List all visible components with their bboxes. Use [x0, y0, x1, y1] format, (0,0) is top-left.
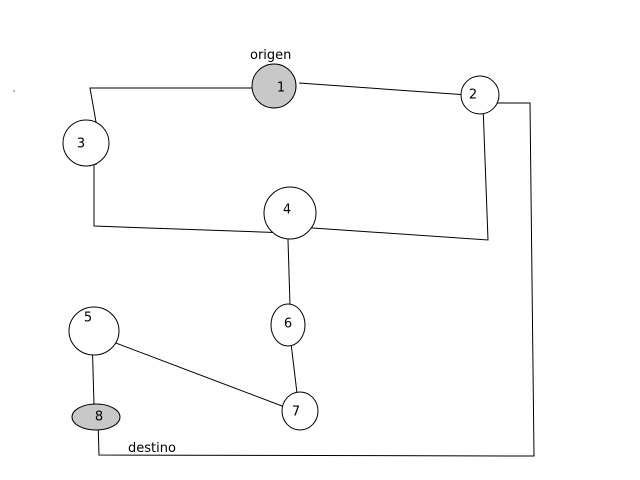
node-4: 4: [263, 186, 317, 240]
node-7: 7: [281, 391, 319, 431]
edge-7-5: [91, 333, 291, 410]
node-3: 3: [62, 119, 110, 167]
node-6: 6: [270, 303, 306, 347]
node-8-shape: [71, 403, 121, 431]
node-7-shape: [281, 391, 319, 431]
node-2-label: 2: [469, 88, 477, 103]
node-layer: 1 2 3 4 5 6 7 8: [62, 63, 500, 431]
node-4-shape: [263, 186, 317, 240]
node-2-shape: [460, 75, 500, 115]
node-6-label: 6: [284, 317, 292, 332]
node-5-label: 5: [84, 311, 92, 326]
node-5: 5: [68, 306, 120, 356]
edge-1-2: [298, 82, 483, 97]
node-6-shape: [270, 303, 306, 347]
node-1: 1: [251, 63, 297, 109]
node-8: 8: [71, 403, 121, 431]
node-2: 2: [460, 75, 500, 115]
node-8-label: 8: [95, 410, 103, 425]
edge-4-6: [287, 239, 291, 306]
node-5-shape: [68, 306, 120, 356]
edge-2-4: [297, 104, 489, 241]
stray-dot: [13, 90, 15, 92]
node-7-label: 7: [292, 405, 300, 420]
node-3-shape: [62, 119, 110, 167]
edge-2-8: [97, 102, 535, 457]
node-4-label: 4: [283, 203, 291, 218]
node-1-label: 1: [277, 81, 285, 96]
destination-label: destino: [128, 441, 176, 456]
node-3-label: 3: [77, 137, 85, 152]
origin-label: origen: [250, 48, 291, 63]
annotation-layer: origen destino: [128, 48, 291, 456]
node-1-shape: [251, 63, 297, 109]
